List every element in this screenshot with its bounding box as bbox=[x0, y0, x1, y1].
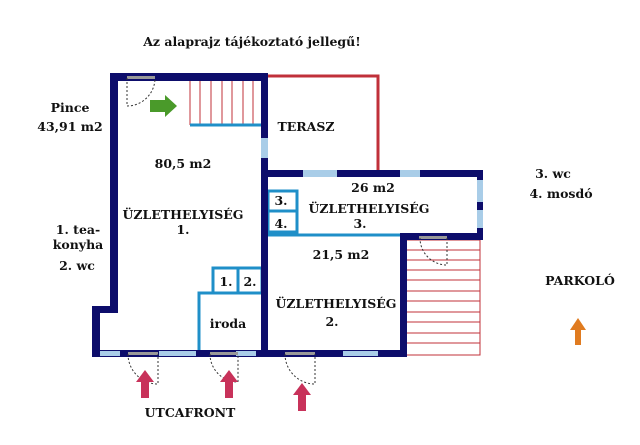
label-wc: 2. wc bbox=[59, 258, 95, 273]
terrace-outline bbox=[267, 74, 380, 172]
small-room-3: 3. bbox=[274, 193, 287, 208]
shop2-name: ÜZLETHELYISÉG bbox=[276, 295, 397, 311]
shop2-number: 2. bbox=[325, 314, 338, 329]
small-room-1: 1. bbox=[219, 274, 232, 289]
label-parkolo: PARKOLÓ bbox=[545, 272, 615, 288]
entry-arrow-icon bbox=[220, 370, 238, 398]
shop1-area: 80,5 m2 bbox=[155, 156, 212, 171]
label-wc3: 3. wc bbox=[535, 166, 571, 181]
shop1-name: ÜZLETHELYISÉG bbox=[123, 206, 244, 222]
label-pince-area: 43,91 m2 bbox=[37, 119, 102, 134]
stairs-right bbox=[405, 239, 481, 356]
walls bbox=[92, 73, 483, 357]
green-arrow-icon bbox=[150, 95, 177, 117]
stairs-top bbox=[189, 78, 263, 127]
room-terasz: TERASZ bbox=[277, 119, 334, 134]
label-pince: Pince bbox=[51, 100, 90, 115]
label-teakonyha-1: 1. tea- bbox=[56, 222, 100, 237]
entry-arrow-icon bbox=[136, 370, 154, 398]
small-room-2: 2. bbox=[243, 274, 256, 289]
shop3-name: ÜZLETHELYISÉG bbox=[309, 200, 430, 216]
shop3-area: 26 m2 bbox=[351, 180, 395, 195]
shop3-number: 3. bbox=[353, 216, 366, 231]
doors bbox=[126, 76, 448, 385]
parking-arrow-icon bbox=[570, 318, 586, 345]
room-iroda: iroda bbox=[210, 316, 247, 331]
entry-arrow-icon bbox=[293, 383, 311, 411]
street-front-label: UTCAFRONT bbox=[145, 405, 236, 420]
disclaimer-title: Az alaprajz tájékoztató jellegű! bbox=[142, 34, 361, 49]
label-teakonyha-2: konyha bbox=[53, 237, 104, 252]
label-mosdo: 4. mosdó bbox=[529, 186, 592, 201]
small-room-4: 4. bbox=[274, 216, 287, 231]
shop2-area: 21,5 m2 bbox=[313, 247, 370, 262]
shop1-number: 1. bbox=[176, 222, 189, 237]
